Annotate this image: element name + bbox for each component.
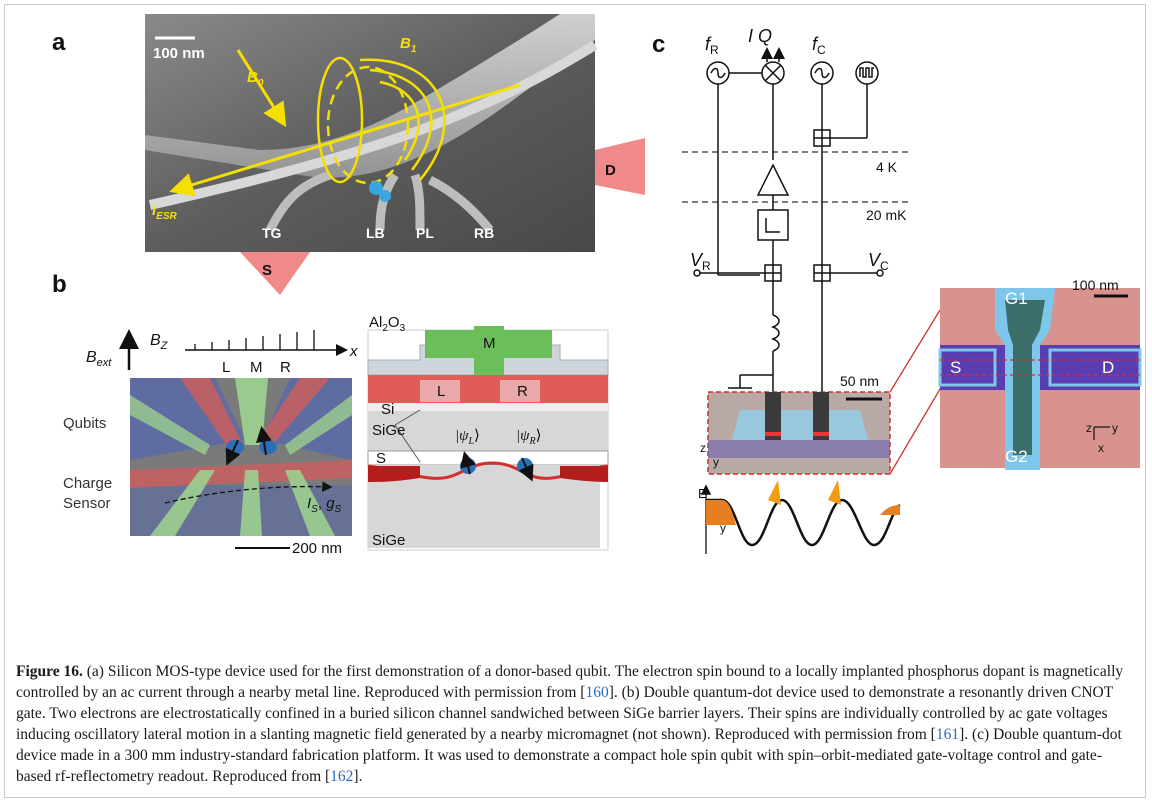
circuit-schematic xyxy=(693,47,884,399)
label-m: M xyxy=(250,359,263,376)
panel-c: c fR I Q fC xyxy=(652,26,1142,554)
is-gs-label: IS, gS xyxy=(307,495,342,515)
axis-z-label: z xyxy=(700,441,706,455)
b1-label: B1 xyxy=(400,35,417,55)
x-axis-label: x xyxy=(349,343,358,360)
caption-text-c: ]. (c) Double quantum-dot device made in… xyxy=(16,726,1122,785)
vc-label: VC xyxy=(868,250,889,273)
fc-label: fC xyxy=(812,34,826,57)
cross-section xyxy=(367,326,609,551)
label-l: L xyxy=(222,359,230,376)
gate-label-rb: RB xyxy=(474,225,494,241)
temp-20mk-label: 20 mK xyxy=(866,207,907,223)
temp-4k-label: 4 K xyxy=(876,159,898,175)
gate-label-tg: TG xyxy=(262,225,282,241)
donor-dot xyxy=(379,190,391,202)
charge-label: Charge xyxy=(63,475,112,492)
bz-gradient-arrows xyxy=(194,330,315,350)
drain-d-label: D xyxy=(1102,358,1114,377)
axis-z-label-2: z xyxy=(1086,421,1092,435)
qubits-label: Qubits xyxy=(63,415,106,432)
panel-a: a 100 nm B0 B1 iESR xyxy=(52,14,645,295)
drain-label: D xyxy=(605,162,616,179)
citation-link-161[interactable]: 161 xyxy=(935,726,960,743)
panel-b-letter: b xyxy=(52,271,67,298)
device-tem xyxy=(707,391,891,475)
axis-y-label-2: y xyxy=(1112,421,1118,435)
si-label: Si xyxy=(381,401,394,418)
energy-e-label: E xyxy=(698,486,707,501)
axes-indicator: z y x xyxy=(1086,421,1118,455)
scale-bar-50-label: 50 nm xyxy=(840,373,879,389)
gate-finger xyxy=(265,170,332,233)
source-s-label: S xyxy=(950,358,961,377)
energy-profile xyxy=(700,480,901,554)
temperature-stage-lines xyxy=(682,151,910,203)
energy-y-label: y xyxy=(720,521,726,535)
source-label: S xyxy=(262,262,272,279)
psi-l-label: |ψL⟩ xyxy=(455,428,480,447)
bext-label: Bext xyxy=(86,349,112,369)
device-sem-topview xyxy=(938,288,1142,470)
gate-l-label: L xyxy=(437,383,445,400)
scale-bar-100-label: 100 nm xyxy=(1072,277,1119,293)
label-r: R xyxy=(280,359,291,376)
sige-top-label: SiGe xyxy=(372,422,405,439)
sige-bottom-label: SiGe xyxy=(372,532,405,549)
gate-m-label: M xyxy=(483,335,496,352)
b1-field-lines xyxy=(316,56,446,185)
scale-bar-200-label: 200 nm xyxy=(292,540,342,557)
caption-label: Figure 16. xyxy=(16,663,83,680)
caption-text-b: ]. (b) Double quantum-dot device used to… xyxy=(16,684,1113,743)
donor-dot xyxy=(369,181,383,195)
iesr-arrow xyxy=(169,83,521,197)
panel-c-letter: c xyxy=(652,31,665,58)
nanowire xyxy=(148,40,598,210)
b0-arrow xyxy=(236,49,287,128)
source-pad xyxy=(240,252,310,295)
b0-label: B0 xyxy=(247,69,264,89)
gate-finger xyxy=(410,173,425,231)
axis-y-label: y xyxy=(713,455,719,469)
psi-r-label: |ψR⟩ xyxy=(516,428,541,447)
g1-label: G1 xyxy=(1005,289,1028,308)
caption-text-a: (a) Silicon MOS-type device used for the… xyxy=(16,663,1124,701)
figure-frame xyxy=(4,4,1146,798)
caption-text-d: ]. xyxy=(353,768,363,785)
s-channel-label: S xyxy=(376,450,386,467)
iq-label: I Q xyxy=(748,26,772,46)
citation-link-162[interactable]: 162 xyxy=(330,768,354,785)
panel-b: b Bext BZ x L M R xyxy=(52,271,609,557)
panel-a-letter: a xyxy=(52,29,66,56)
citation-link-160[interactable]: 160 xyxy=(585,684,609,701)
gate-label-pl: PL xyxy=(416,225,434,241)
gate-finger xyxy=(427,175,494,233)
al2o3-label: Al2O3 xyxy=(369,314,406,334)
g2-label: G2 xyxy=(1005,447,1028,466)
scale-bar-label: 100 nm xyxy=(153,45,205,62)
fr-label: fR xyxy=(705,34,719,57)
double-dot-sem xyxy=(130,378,352,536)
vr-label: VR xyxy=(690,250,711,273)
iesr-label: iESR xyxy=(152,202,178,222)
drain-pad xyxy=(595,138,645,195)
gate-label-lb: LB xyxy=(366,225,385,241)
axis-x-label: x xyxy=(1098,441,1104,455)
figure-16-graphic: a 100 nm B0 B1 iESR xyxy=(52,14,1142,557)
bz-label: BZ xyxy=(150,332,169,352)
sensor-label: Sensor xyxy=(63,495,111,512)
figure-caption: Figure 16. (a) Silicon MOS-type device u… xyxy=(16,661,1134,787)
gate-r-label: R xyxy=(517,383,528,400)
